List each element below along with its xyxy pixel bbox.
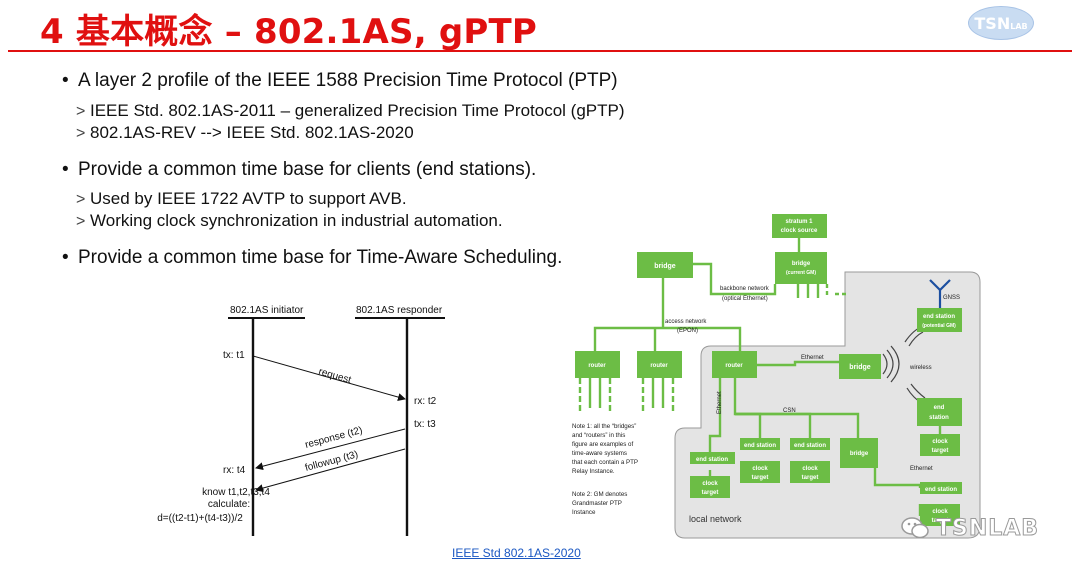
sub-bullet-802-1as-2011: >IEEE Std. 802.1AS-2011 – generalized Pr… [76, 101, 625, 120]
end-station-right-line2: station [929, 415, 949, 421]
clock-target-2-line2: target [752, 475, 769, 481]
router-node-local: router [725, 363, 743, 369]
network-diagram: stratum 1 clock source bridge bridge (cu… [572, 214, 981, 539]
slide-title: 4 基本概念 – 802.1AS, gPTP [40, 12, 538, 52]
clock-target-4-line2: target [932, 518, 949, 524]
ethernet-label-top: Ethernet [801, 355, 824, 361]
router-node-1: router [588, 363, 606, 369]
title-divider [8, 50, 1072, 52]
bullet-layer2-profile: •A layer 2 profile of the IEEE 1588 Prec… [62, 70, 618, 91]
rx-t2-label: rx: t2 [414, 396, 437, 407]
bridge-gm-line1: bridge [792, 261, 811, 267]
request-arrow [252, 355, 406, 401]
end-station-2: end station [744, 443, 776, 449]
access-label-1: access network [665, 319, 707, 325]
local-network-label: local network [689, 514, 742, 524]
tx-t1-label: tx: t1 [223, 350, 245, 361]
clock-target-4-line1: clock [932, 509, 948, 515]
response-label: response (t2) [304, 425, 364, 451]
tsnlab-logo: TSNLAB [968, 6, 1034, 40]
note1-line5: that each contain a PTP [572, 459, 638, 466]
calc-line-2: calculate: [208, 499, 250, 510]
end-station-4: end station [925, 487, 957, 493]
note1-line4: time-aware systems [572, 450, 627, 457]
rx-t4-label: rx: t4 [223, 465, 246, 476]
clock-target-3-line1: clock [802, 466, 818, 472]
bridge-wireless-node: bridge [849, 364, 870, 371]
note2-line3: Instance [572, 509, 596, 516]
csn-label: CSN [783, 408, 796, 414]
tx-t3-label: tx: t3 [414, 419, 436, 430]
followup-arrow [255, 448, 406, 492]
clock-target-1-line1: clock [702, 481, 718, 487]
ethernet-label-right: Ethernet [910, 466, 933, 472]
watermark: TSNLAB [900, 513, 1060, 543]
response-arrow [255, 428, 406, 471]
clock-target-2-line1: clock [752, 466, 768, 472]
stratum-node-line2: clock source [781, 228, 818, 234]
end-station-gm-line2: (potential GM) [922, 323, 956, 329]
stratum-node-line1: stratum 1 [785, 219, 813, 225]
request-label: request [317, 366, 352, 386]
ethernet-label-vertical: Ethernet [717, 391, 723, 414]
bridge-top-node: bridge [654, 263, 675, 270]
clock-target-1-line2: target [702, 490, 719, 496]
bullet-time-aware-scheduling: •Provide a common time base for Time-Awa… [62, 247, 563, 268]
end-station-3: end station [794, 443, 826, 449]
note1-line1: Note 1: all the “bridges” [572, 423, 636, 430]
wireless-label: wireless [909, 365, 932, 371]
calc-line-3: d=((t2-t1)+(t4-t3))/2 [157, 513, 243, 524]
logo-text: TSNLAB [974, 13, 1028, 33]
end-station-right-line1: end [934, 405, 945, 411]
bullet-common-time-base-clients: •Provide a common time base for clients … [62, 159, 537, 180]
end-station-1: end station [696, 457, 728, 463]
gnss-label: GNSS [943, 295, 960, 301]
note1-line3: figure are examples of [572, 441, 634, 448]
clock-target-3-line2: target [802, 475, 819, 481]
end-station-gm-line1: end station [923, 314, 955, 320]
sub-bullet-avtp: >Used by IEEE 1722 AVTP to support AVB. [76, 189, 407, 208]
ieee-std-link[interactable]: IEEE Std 802.1AS-2020 [452, 546, 581, 560]
backbone-label-1: backbone network [720, 286, 770, 292]
initiator-label: 802.1AS initiator [230, 305, 304, 316]
note1-line6: Relay Instance. [572, 468, 615, 475]
sub-bullet-industrial: >Working clock synchronization in indust… [76, 211, 503, 230]
watermark-text: TSNLAB [935, 515, 1040, 541]
note1-line2: and “routers” in this [572, 432, 625, 439]
wechat-icon [901, 517, 929, 539]
note2-line2: Grandmaster PTP [572, 500, 622, 507]
router-node-2: router [650, 363, 668, 369]
note2-line1: Note 2: GM denotes [572, 491, 627, 498]
bridge-gm-line2: (current GM) [786, 270, 816, 276]
backbone-label-2: (optical Ethernet) [722, 296, 768, 302]
bridge-local-node: bridge [850, 451, 869, 457]
responder-label: 802.1AS responder [356, 305, 443, 316]
sub-bullet-802-1as-rev: >802.1AS-REV --> IEEE Std. 802.1AS-2020 [76, 123, 414, 142]
calc-line-1: know t1,t2,t3,t4 [202, 487, 270, 498]
sequence-diagram: 802.1AS initiator 802.1AS responder tx: … [157, 305, 445, 536]
clock-target-right-line1: clock [932, 439, 948, 445]
clock-target-right-line2: target [932, 448, 949, 454]
access-label-2: (EPON) [677, 328, 698, 334]
